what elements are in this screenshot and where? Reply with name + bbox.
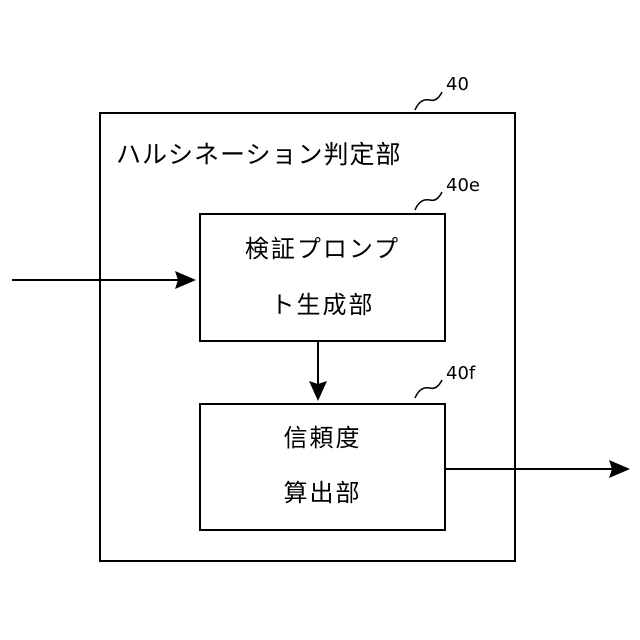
prompt-block-line-2: ト生成部 xyxy=(200,293,445,317)
output-arrow xyxy=(446,460,630,478)
score-block-ref: 40f xyxy=(446,365,475,383)
prompt-block-ref: 40e xyxy=(446,177,480,195)
score-block-frame xyxy=(200,404,445,530)
prompt-ref-leader xyxy=(415,192,442,210)
outer-ref-leader xyxy=(415,92,442,110)
score-ref-leader xyxy=(415,380,442,398)
score-block-line-1: 信頼度 xyxy=(200,426,445,450)
input-arrow xyxy=(12,271,196,289)
internal-arrow xyxy=(309,342,327,401)
prompt-block-line-1: 検証プロンプ xyxy=(200,237,445,261)
prompt-block-frame xyxy=(200,214,445,341)
score-block-line-2: 算出部 xyxy=(200,481,445,505)
outer-block-title: ハルシネーション判定部 xyxy=(116,142,402,167)
outer-block-ref: 40 xyxy=(446,76,469,94)
